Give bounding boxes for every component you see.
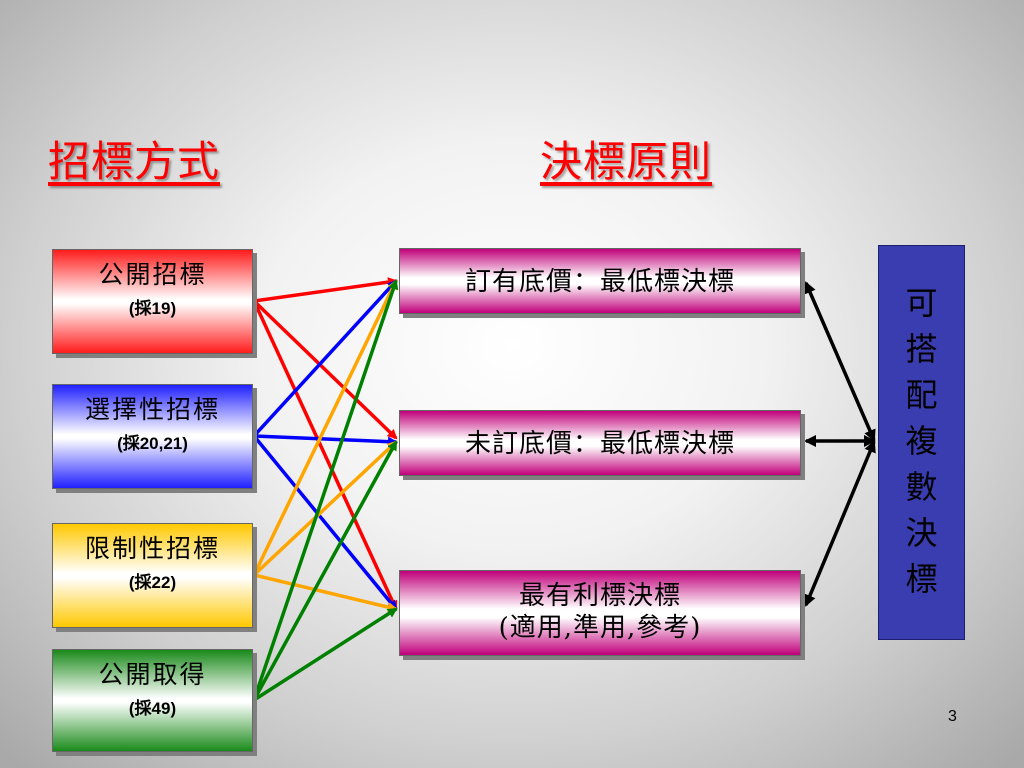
heading-award-principles: 決標原則 <box>540 137 713 186</box>
method-article: (採19) <box>128 299 177 318</box>
arrow-selective-to-rule1 <box>252 279 398 438</box>
combo-char: 標 <box>905 560 938 598</box>
method-title: 限制性招標 <box>84 534 220 563</box>
method-box-selective-tender: 選擇性招標 (採20,21) <box>52 384 253 489</box>
combo-char: 搭 <box>905 330 938 368</box>
rule-sublabel: (適用,準用,參考) <box>498 613 702 643</box>
arrow-acquisition-to-rule1 <box>252 279 399 701</box>
arrow-public-to-rule1 <box>253 277 398 303</box>
rule-label: 未訂底價：最低標決標 <box>464 429 735 459</box>
method-title: 選擇性招標 <box>84 395 220 424</box>
rule-box-no-reserve-lowest: 未訂底價：最低標決標 <box>399 410 801 476</box>
method-article: (採22) <box>128 573 177 592</box>
double-arrow-rule1-combo <box>804 281 876 442</box>
arrow-acquisition-to-rule2 <box>252 440 398 701</box>
arrow-selective-to-rule3 <box>252 434 398 611</box>
double-arrow-rule3-combo <box>804 440 876 607</box>
method-article: (採20,21) <box>117 434 188 453</box>
arrow-restricted-to-rule3 <box>253 573 398 612</box>
arrow-selective-to-rule2 <box>253 434 398 447</box>
arrow-acquisition-to-rule3 <box>253 607 398 702</box>
heading-procurement-methods: 招標方式 <box>48 137 221 186</box>
rule-label: 訂有底價：最低標決標 <box>464 267 735 297</box>
combo-char: 決 <box>905 514 938 552</box>
method-article: (採49) <box>128 699 177 718</box>
combo-char: 數 <box>905 468 938 506</box>
rule-box-most-advantageous: 最有利標決標 (適用,準用,參考) <box>399 570 801 656</box>
arrow-restricted-to-rule1 <box>252 279 398 576</box>
method-title: 公開取得 <box>98 660 207 689</box>
method-title: 公開招標 <box>98 260 207 289</box>
arrow-public-to-rule2 <box>252 299 398 440</box>
combo-box-multiple-award: 可 搭 配 複 數 決 標 <box>878 245 965 640</box>
arrow-public-to-rule3 <box>252 300 398 611</box>
combo-char: 複 <box>905 422 938 460</box>
combo-char: 可 <box>905 284 938 322</box>
combo-char: 配 <box>905 376 938 414</box>
rule-box-reserve-price-lowest: 訂有底價：最低標決標 <box>399 248 801 314</box>
method-box-restricted-tender: 限制性招標 (採22) <box>52 523 253 628</box>
arrow-restricted-to-rule2 <box>252 440 398 577</box>
method-box-public-tender: 公開招標 (採19) <box>52 249 253 354</box>
rule-label: 最有利標決標 <box>518 581 681 611</box>
page-number: 3 <box>948 708 957 725</box>
method-box-public-acquisition: 公開取得 (採49) <box>52 649 253 752</box>
